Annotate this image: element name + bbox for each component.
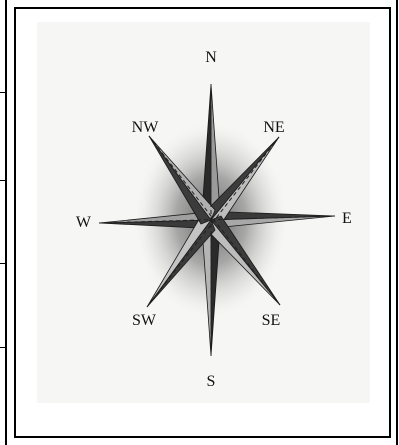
- direction-label-nw: NW: [132, 119, 160, 136]
- direction-label-w: W: [76, 214, 92, 231]
- left-row-divider: [0, 263, 6, 264]
- direction-label-ne: NE: [263, 119, 284, 136]
- left-row-divider: [0, 180, 6, 181]
- left-table-column: [0, 0, 7, 445]
- direction-label-e: E: [342, 210, 352, 227]
- direction-label-s: S: [207, 373, 216, 390]
- direction-label-se: SE: [262, 312, 281, 329]
- direction-label-sw: SW: [132, 312, 157, 329]
- left-row-divider: [0, 347, 6, 348]
- compass-rose-graphic: N NE E SE S SW W NW: [37, 22, 370, 403]
- left-row-divider: [0, 92, 6, 93]
- direction-label-n: N: [205, 49, 217, 66]
- compass-rose-image: N NE E SE S SW W NW: [37, 22, 370, 403]
- right-table-border: [396, 0, 398, 445]
